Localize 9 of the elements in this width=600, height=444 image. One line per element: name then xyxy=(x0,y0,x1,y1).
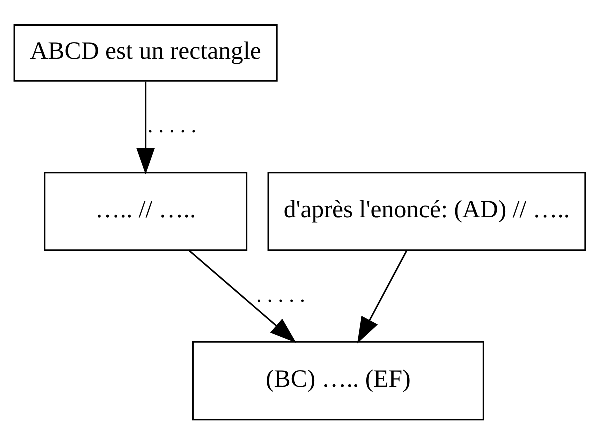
node-box: (BC) ….. (EF) xyxy=(192,340,484,420)
arrow xyxy=(136,81,156,174)
arrow xyxy=(188,249,296,343)
arrow xyxy=(357,250,408,344)
edge-label: . . . . . xyxy=(256,282,306,307)
node-box: ABCD est un rectangle xyxy=(14,24,278,82)
node-box: d'après l'enoncé: (AD) // ….. xyxy=(268,172,586,251)
edge-label: . . . . . xyxy=(148,113,197,138)
node-box: ….. // ….. xyxy=(44,172,248,251)
